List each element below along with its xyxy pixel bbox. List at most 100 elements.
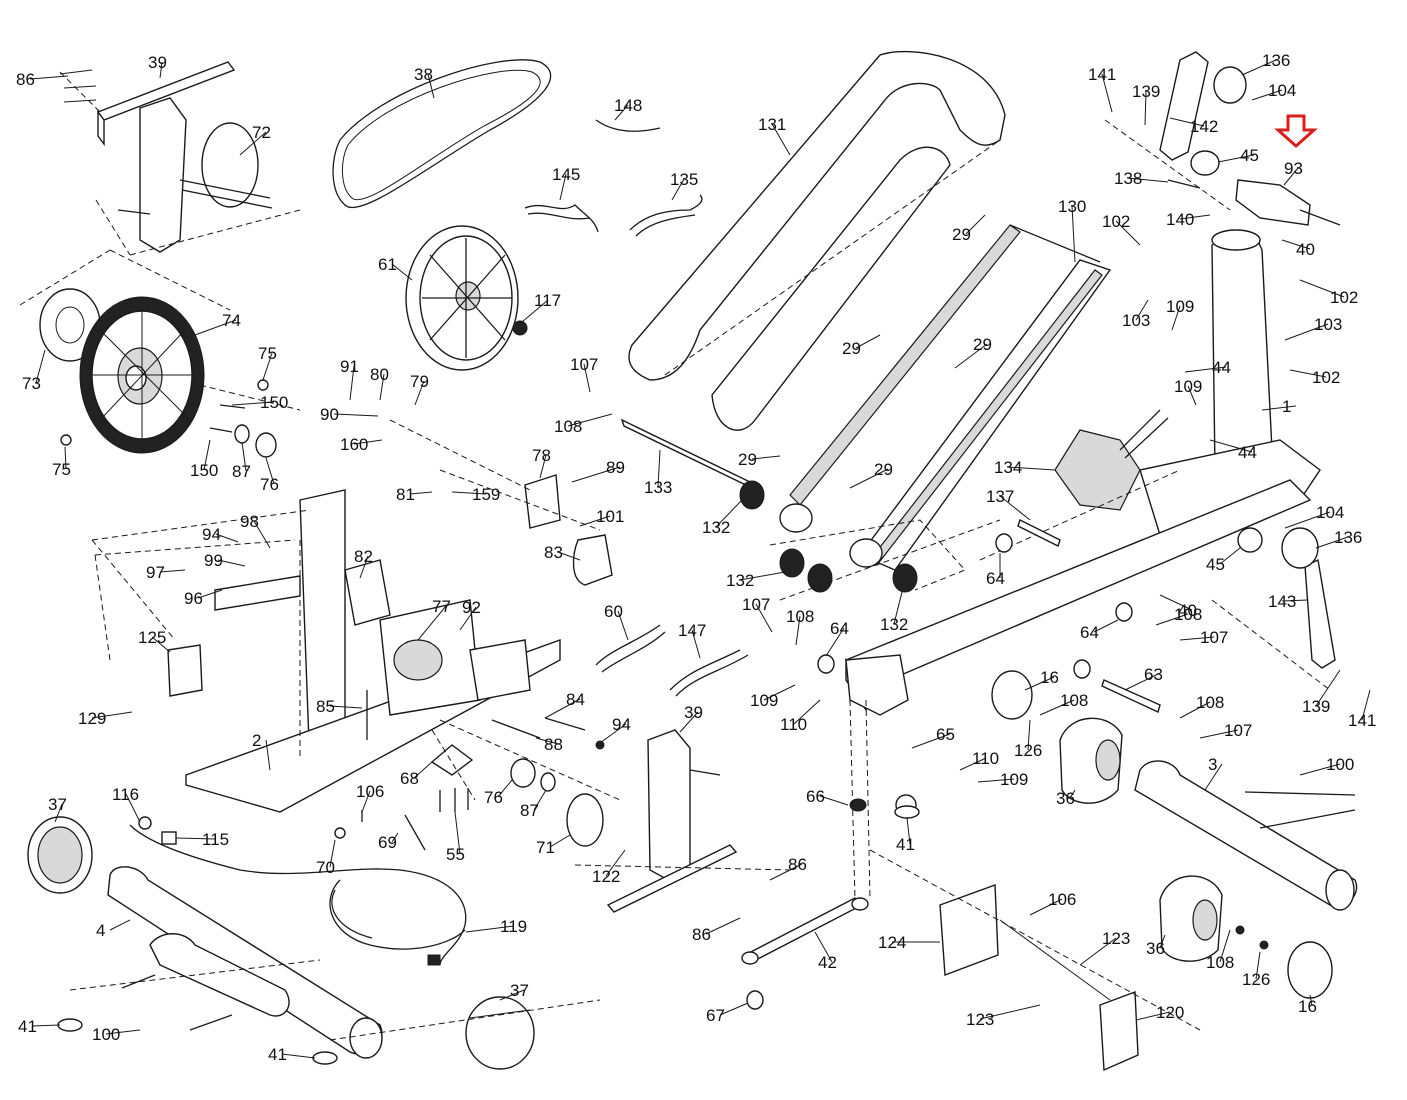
leader-line-131: [771, 123, 791, 156]
leader-line-88: [535, 737, 559, 745]
leader-line-123a: [1079, 937, 1117, 966]
callout-label-37a: 37: [48, 795, 67, 814]
callout-label-72: 72: [252, 123, 271, 142]
leader-line-70: [329, 839, 336, 868]
callout-label-123b: 123: [966, 1010, 994, 1029]
part-4-base-tube: [27, 805, 920, 1070]
part-38-belt: [332, 59, 552, 209]
leader-line-108c: [1155, 613, 1189, 626]
leader-line-72: [239, 131, 267, 156]
leader-line-93: [1283, 167, 1299, 186]
callout-label-29d: 29: [738, 450, 757, 469]
callout-label-108a: 108: [554, 417, 582, 436]
leader-line-29d: [751, 455, 781, 460]
callout-label-69: 69: [378, 833, 397, 852]
leader-line-103b: [1284, 323, 1329, 341]
part-125-switch: [91, 509, 311, 697]
leader-line-135: [671, 178, 685, 201]
part-39-bracket-top: [59, 61, 236, 147]
leader-line-89: [571, 466, 621, 483]
leader-line-4: [109, 919, 131, 931]
part-142-arm: [1104, 51, 1341, 226]
leader-line-86a: [29, 75, 69, 80]
callout-label-66: 66: [806, 787, 825, 806]
leader-line-71: [549, 834, 571, 848]
callout-label-45a: 45: [1240, 146, 1259, 165]
part-130-frame-rails: [664, 139, 1112, 571]
callout-label-129: 129: [78, 709, 106, 728]
leader-line-40b: [1159, 594, 1193, 611]
callout-label-110a: 110: [780, 715, 807, 734]
callout-label-83: 83: [544, 543, 563, 562]
callout-label-160: 160: [340, 435, 368, 454]
callout-label-61: 61: [378, 255, 397, 274]
callout-label-29e: 29: [874, 460, 893, 479]
callout-label-99: 99: [204, 551, 223, 570]
leader-line-83: [557, 551, 581, 561]
leader-line-45a: [1217, 154, 1255, 163]
parts-84-88: [491, 717, 605, 750]
leader-line-36a: [1069, 789, 1076, 799]
callout-label-87a: 87: [232, 462, 251, 481]
callout-label-2: 2: [252, 731, 261, 750]
callout-label-41a: 41: [18, 1017, 37, 1036]
parts-artwork: [19, 50, 1358, 1072]
callout-label-132b: 132: [726, 571, 754, 590]
callout-label-70: 70: [316, 858, 335, 877]
callout-label-73: 73: [22, 374, 41, 393]
callout-label-108e: 108: [1196, 693, 1224, 712]
callout-label-102a: 102: [1102, 212, 1130, 231]
callout-label-138: 138: [1114, 169, 1142, 188]
part-124-120-plates: [869, 849, 1201, 1072]
callout-label-131: 131: [758, 115, 786, 134]
callout-label-141a: 141: [1088, 65, 1116, 84]
leader-line-86b: [769, 863, 803, 881]
leader-line-132b: [739, 571, 786, 581]
callout-label-39b: 39: [684, 703, 703, 722]
leader-line-96: [197, 589, 223, 599]
leader-line-75a: [262, 352, 273, 381]
callout-label-108d: 108: [1060, 691, 1088, 710]
leader-line-98: [253, 520, 271, 549]
callout-label-84: 84: [566, 690, 585, 709]
leader-line-108e: [1179, 701, 1211, 719]
callout-label-125: 125: [138, 628, 166, 647]
leader-line-123b: [979, 1004, 1041, 1020]
callout-label-107b: 107: [742, 595, 770, 614]
callout-label-132a: 132: [702, 518, 730, 537]
leader-line-99: [217, 559, 246, 567]
callout-label-41b: 41: [268, 1045, 287, 1064]
highlight-arrow-93: [1274, 114, 1318, 149]
leader-line-119: [465, 925, 515, 933]
leader-line-45b: [1219, 547, 1241, 565]
leader-line-60: [617, 610, 629, 641]
callout-label-45b: 45: [1206, 555, 1225, 574]
small-hardware-lower-left: [138, 810, 426, 851]
leader-line-101: [579, 515, 611, 527]
callout-label-122: 122: [592, 867, 620, 886]
callout-label-119: 119: [500, 917, 527, 936]
callout-label-107d: 107: [1224, 721, 1252, 740]
callout-label-29c: 29: [973, 335, 992, 354]
part-42-linkage: [741, 699, 917, 1010]
callout-label-74: 74: [222, 311, 241, 330]
callout-label-78: 78: [532, 446, 551, 465]
leader-line-41a: [31, 1024, 61, 1027]
leader-line-140: [1179, 214, 1211, 220]
callout-label-100b: 100: [92, 1025, 120, 1044]
leader-line-130: [1071, 205, 1076, 263]
callout-label-65: 65: [936, 725, 955, 744]
part-39-bracket-lower: [566, 729, 791, 913]
callout-label-75b: 75: [52, 460, 71, 479]
leader-line-108a: [567, 413, 613, 427]
leader-line-110b: [959, 757, 987, 771]
callout-label-42: 42: [818, 953, 837, 972]
callout-label-67: 67: [706, 1006, 725, 1025]
callout-label-79: 79: [410, 372, 429, 391]
leader-line-38: [427, 73, 435, 99]
leader-line-106b: [1029, 898, 1063, 916]
leader-line-141b: [1361, 689, 1371, 721]
leader-line-40a: [1281, 239, 1311, 250]
parts-68-55: [430, 729, 476, 812]
callout-label-64a: 64: [986, 569, 1005, 588]
